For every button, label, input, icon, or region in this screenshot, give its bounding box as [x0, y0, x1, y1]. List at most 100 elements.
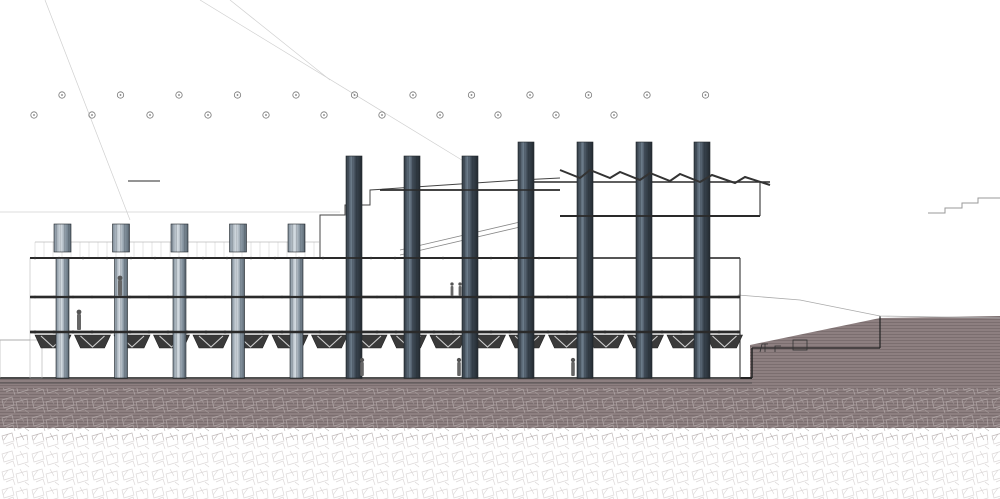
grid-marker-dot	[704, 94, 707, 96]
column-edge	[403, 155, 421, 379]
column-ribs	[56, 258, 69, 378]
person-body	[450, 286, 454, 296]
column-ribs	[346, 156, 362, 378]
person-head	[570, 357, 576, 363]
column-ribs	[288, 224, 305, 252]
column-ribs	[173, 258, 186, 378]
truss-web	[435, 335, 461, 348]
column-edge	[635, 141, 653, 379]
grid-marker	[467, 91, 476, 99]
grid-marker	[584, 91, 593, 99]
truss-module	[429, 334, 467, 349]
grid-marker	[262, 111, 270, 119]
grid-marker	[146, 111, 154, 119]
column-ribs	[577, 142, 593, 378]
grid-marker	[204, 111, 212, 119]
person-body	[458, 286, 462, 296]
person-body	[77, 314, 81, 330]
grid-marker-dot	[412, 94, 414, 96]
truss-web	[475, 335, 500, 348]
grid-markers-bottom	[30, 111, 618, 119]
grid-marker-dot	[236, 94, 239, 96]
grid-marker	[116, 91, 125, 99]
grid-marker	[643, 91, 651, 99]
stair-outline	[928, 197, 1000, 214]
grid-marker	[30, 111, 38, 119]
grid-marker	[350, 91, 359, 99]
person-body	[457, 362, 461, 376]
column-edge	[345, 155, 363, 379]
grid-marker	[88, 111, 96, 119]
person-head	[117, 275, 123, 281]
truss-module	[311, 334, 348, 349]
grid-marker-dot	[587, 94, 590, 96]
roof-sawtooth	[559, 168, 771, 186]
truss-web	[554, 335, 579, 348]
grid-marker-dot	[265, 114, 267, 116]
grid-marker	[610, 111, 618, 119]
truss-module	[192, 334, 230, 349]
column-ribs	[290, 258, 303, 378]
human-figures	[76, 275, 576, 376]
grid-marker	[409, 91, 417, 99]
person-body	[571, 362, 575, 376]
person-body	[118, 280, 122, 296]
grid-marker-dot	[149, 114, 151, 116]
person-head	[456, 357, 462, 363]
grid-marker-dot	[295, 94, 297, 96]
grid-marker-dot	[613, 114, 615, 116]
grid-marker	[175, 91, 183, 99]
column-array	[30, 141, 760, 379]
grid-marker-dot	[119, 94, 122, 96]
column-edge	[517, 141, 535, 379]
grid-marker-dot	[439, 114, 441, 116]
truss-web	[80, 335, 105, 348]
column-ribs	[462, 156, 478, 378]
grid-marker-dot	[33, 114, 35, 116]
column-edge	[229, 223, 247, 253]
grid-marker	[436, 111, 444, 119]
truss-module	[706, 334, 743, 349]
grid-marker-dot	[497, 114, 499, 116]
grid-marker	[701, 91, 710, 99]
grid-marker	[494, 111, 502, 119]
column-edge	[287, 223, 306, 253]
column-edge	[693, 141, 711, 379]
truss-web	[712, 335, 737, 348]
grid-marker	[526, 91, 534, 99]
column-ribs	[229, 224, 247, 252]
column-ribs	[54, 224, 71, 252]
grid-marker-dot	[178, 94, 180, 96]
grid-marker-dot	[91, 114, 93, 116]
column-edge	[170, 223, 189, 253]
outline	[29, 257, 741, 379]
terrain-line	[737, 294, 1000, 319]
grid-marker-dot	[529, 94, 531, 96]
person-head	[359, 357, 365, 363]
column-ribs	[231, 258, 245, 378]
truss-web	[672, 335, 698, 348]
person-head	[76, 309, 82, 315]
truss-web	[593, 335, 619, 348]
grid-marker	[378, 111, 386, 119]
truss-module	[74, 334, 111, 349]
site-furniture	[759, 339, 808, 353]
grid-marker	[233, 91, 242, 99]
grid-marker-dot	[61, 94, 63, 96]
person-body	[360, 362, 364, 376]
column-edge	[461, 155, 479, 379]
ground-section	[0, 316, 1000, 499]
grid-marker-dot	[381, 114, 383, 116]
grid-marker	[320, 111, 328, 119]
column-ribs	[518, 142, 534, 378]
outline	[0, 339, 43, 379]
truss-module	[587, 334, 625, 349]
grid-marker	[292, 91, 300, 99]
column-ribs	[404, 156, 420, 378]
truss-web	[317, 335, 342, 348]
column-edge	[112, 223, 130, 253]
person-head	[450, 282, 454, 286]
grid-marker	[552, 111, 560, 119]
grid-marker-dot	[555, 114, 557, 116]
